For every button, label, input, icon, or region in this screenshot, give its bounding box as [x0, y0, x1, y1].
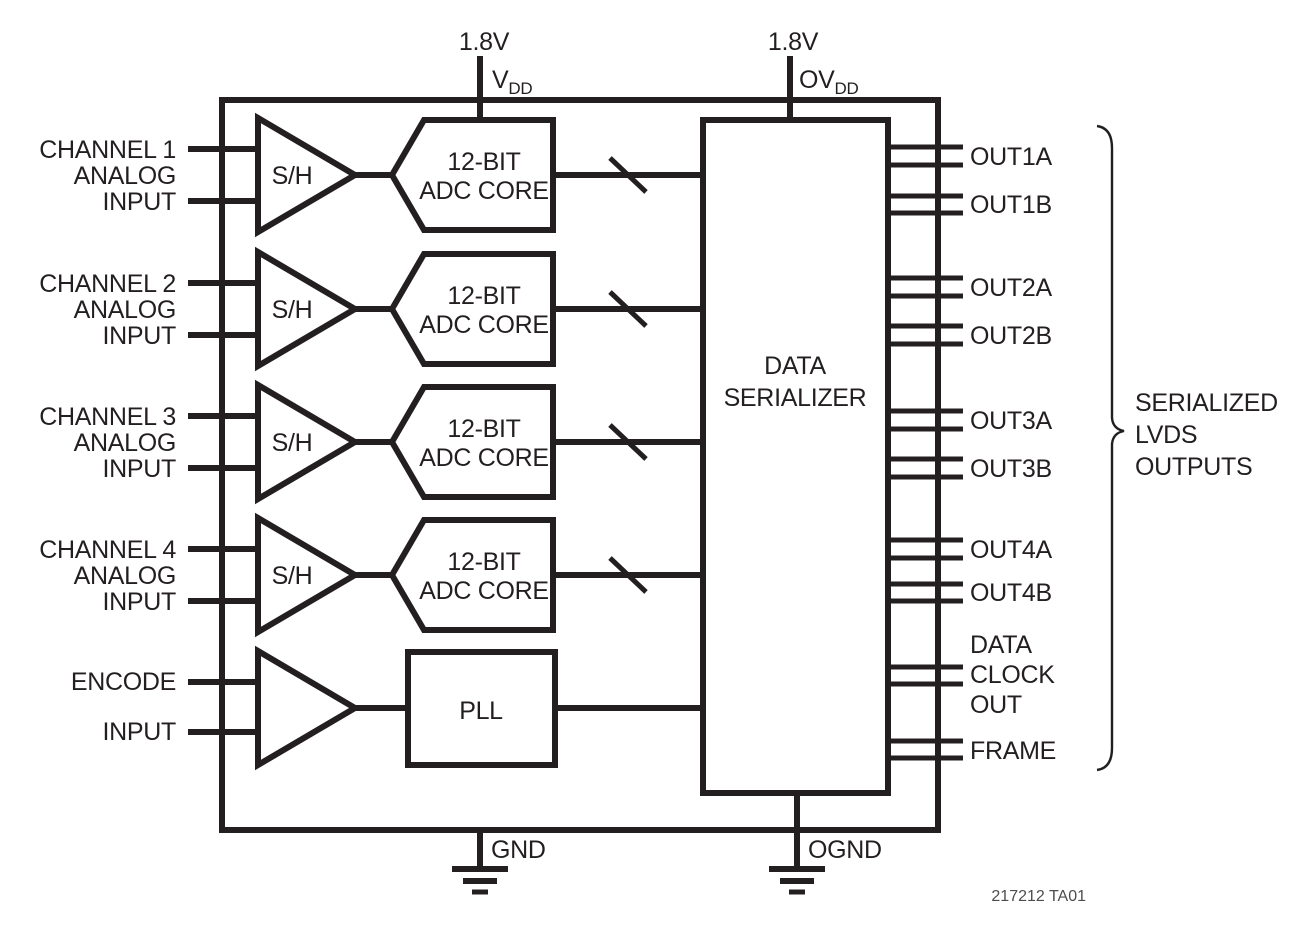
- encode-label-line: INPUT: [102, 718, 176, 746]
- lvds-output-8: OUT4B: [888, 579, 1052, 607]
- vdd-pin-label: VDD: [492, 66, 532, 98]
- sample-hold-symbol: [255, 112, 361, 238]
- data-serializer: DATA SERIALIZER: [700, 117, 891, 796]
- adc-core-label-line: ADC CORE: [419, 577, 549, 605]
- serialized-outputs-group: SERIALIZED LVDS OUTPUTS: [1096, 124, 1278, 772]
- output-pin-label-line: OUT3A: [970, 407, 1052, 435]
- adc-core-label-line: 12-BIT: [447, 282, 520, 310]
- lvds-output-2: OUT1B: [888, 191, 1052, 219]
- vdd-voltage-label: 1.8V: [459, 28, 510, 56]
- serializer-label-line: DATA: [764, 352, 826, 380]
- encode-clock-path: ENCODE INPUT PLL: [71, 645, 703, 771]
- outputs-group-label-line: OUTPUTS: [1135, 453, 1252, 481]
- adc-core-label-line: ADC CORE: [419, 444, 549, 472]
- pll-label: PLL: [459, 697, 503, 725]
- lvds-output-3: OUT2A: [888, 274, 1053, 302]
- vdd-power-rail: 1.8V VDD: [459, 28, 533, 122]
- encode-buffer-symbol: [255, 645, 361, 771]
- lvds-output-6: OUT3B: [888, 455, 1052, 483]
- bus-width-slash: [608, 156, 648, 194]
- bus-width-slash: [608, 423, 648, 461]
- sample-hold-label: S/H: [272, 562, 313, 590]
- ground-symbol: [452, 866, 508, 895]
- lvds-output-10: FRAME: [888, 737, 1056, 765]
- ovdd-power-rail: 1.8V OVDD: [768, 28, 859, 122]
- output-pin-label-line: OUT: [970, 691, 1022, 719]
- output-pin-label-line: OUT3B: [970, 455, 1052, 483]
- output-pin-label-line: OUT1A: [970, 143, 1052, 171]
- ovdd-pin-subscript: DD: [835, 79, 859, 98]
- output-pin-label-line: OUT2B: [970, 322, 1052, 350]
- pll-block: [405, 649, 558, 768]
- output-pin-label-line: OUT1B: [970, 191, 1052, 219]
- adc-core-label-line: 12-BIT: [447, 415, 520, 443]
- ovdd-voltage-label: 1.8V: [768, 28, 819, 56]
- gnd-label: GND: [491, 836, 546, 864]
- data-serializer-block: [700, 117, 891, 796]
- output-pin-label-line: DATA: [970, 631, 1032, 659]
- channel-label-line: INPUT: [102, 588, 176, 616]
- output-pin-label-line: OUT4B: [970, 579, 1052, 607]
- sample-hold-symbol: [255, 379, 361, 505]
- outputs-group-label-line: LVDS: [1135, 421, 1197, 449]
- channel-label-line: CHANNEL 2: [39, 270, 176, 298]
- ovdd-pin-label: OVDD: [799, 66, 859, 98]
- ognd-connection: OGND: [769, 793, 882, 895]
- outputs-brace: [1096, 124, 1125, 772]
- outputs-group-label-line: SERIALIZED: [1135, 389, 1278, 417]
- ground-symbol: [769, 866, 825, 895]
- lvds-output-4: OUT2B: [888, 322, 1052, 350]
- channel-label-line: ANALOG: [74, 562, 176, 590]
- serializer-label-line: SERIALIZER: [724, 384, 867, 412]
- channel-label-line: INPUT: [102, 322, 176, 350]
- adc-core-label-line: ADC CORE: [419, 311, 549, 339]
- channel-label-line: CHANNEL 3: [39, 403, 176, 431]
- adc-core-label-line: 12-BIT: [447, 148, 520, 176]
- output-pin-label-line: OUT4A: [970, 536, 1052, 564]
- adc-core-label-line: 12-BIT: [447, 548, 520, 576]
- vdd-pin-subscript: DD: [508, 79, 532, 98]
- figure-caption: 217212 TA01: [991, 888, 1086, 905]
- sample-hold-label: S/H: [272, 429, 313, 457]
- lvds-output-1: OUT1A: [888, 143, 1053, 171]
- bus-width-slash: [608, 556, 648, 594]
- lvds-output-7: OUT4A: [888, 536, 1053, 564]
- vdd-pin-name: V: [492, 66, 509, 94]
- channel-label-line: ANALOG: [74, 296, 176, 324]
- lvds-output-5: OUT3A: [888, 407, 1053, 435]
- channel-label-line: ANALOG: [74, 429, 176, 457]
- sample-hold-label: S/H: [272, 162, 313, 190]
- ognd-label: OGND: [808, 836, 882, 864]
- lvds-outputs: OUT1A OUT1B OUT2A OUT2B OUT3A OUT3B OUT4A OUT4B…: [888, 143, 1056, 765]
- channel-label-line: ANALOG: [74, 162, 176, 190]
- ovdd-pin-name: OV: [799, 66, 835, 94]
- bus-width-slash: [608, 290, 648, 328]
- encode-label-line: ENCODE: [71, 668, 176, 696]
- channel-label-line: CHANNEL 1: [39, 136, 176, 164]
- output-pin-label-line: OUT2A: [970, 274, 1052, 302]
- sample-hold-label: S/H: [272, 296, 313, 324]
- gnd-connection: GND: [452, 830, 546, 895]
- output-pin-label-line: CLOCK: [970, 661, 1055, 689]
- channel-label-line: INPUT: [102, 188, 176, 216]
- output-pin-label-line: FRAME: [970, 737, 1056, 765]
- adc-core-label-line: ADC CORE: [419, 177, 549, 205]
- sample-hold-symbol: [255, 512, 361, 638]
- channel-label-line: INPUT: [102, 455, 176, 483]
- channel-label-line: CHANNEL 4: [39, 536, 176, 564]
- sample-hold-symbol: [255, 246, 361, 372]
